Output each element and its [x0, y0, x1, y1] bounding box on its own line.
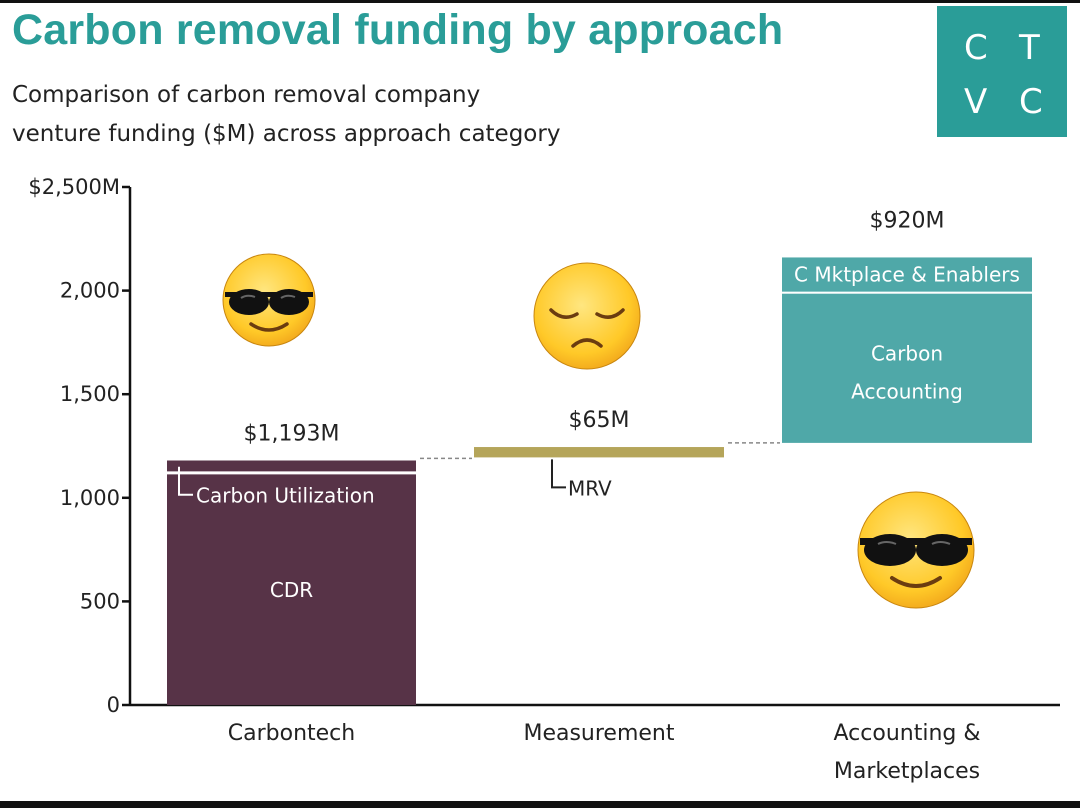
- bar-segment: [782, 257, 1032, 292]
- bars-group: [167, 257, 1032, 705]
- category-label: Carbontech: [228, 721, 355, 746]
- subtitle-line-1: Comparison of carbon removal company: [12, 82, 481, 108]
- y-tick-label: 1,500: [60, 382, 120, 406]
- bar-segment: [167, 471, 416, 705]
- axes-group: 0 500 1,000 1,500 2,000 $2,500M: [28, 175, 1060, 717]
- mrv-bracket: [551, 459, 566, 489]
- total-value-label: $65M: [569, 408, 630, 433]
- segment-label-carbon-accounting: Accounting: [851, 379, 963, 403]
- category-label: Marketplaces: [834, 759, 980, 784]
- labels-group: CDR Carbon Utilization MRV CarbonAccounting…: [178, 208, 1020, 784]
- y-tick-label: 1,000: [60, 486, 120, 510]
- top-border: [0, 0, 1080, 3]
- category-label: Measurement: [523, 721, 674, 746]
- bar-segment: [167, 460, 416, 472]
- connectors-group: [420, 442, 780, 460]
- logo-letter-1: C: [964, 28, 988, 68]
- bar-segment: [474, 447, 724, 458]
- segment-label-carbon-utilization: Carbon Utilization: [196, 484, 375, 508]
- sunglasses-emoji-icon: [857, 491, 975, 609]
- logo-letter-4: C: [1019, 82, 1043, 122]
- sunglasses-emoji-icon: [222, 253, 316, 347]
- bar-segment: [782, 293, 1032, 443]
- y-tick-label: $2,500M: [28, 175, 120, 199]
- y-tick-label: 500: [80, 589, 120, 613]
- carbon-utilization-bracket: [178, 466, 193, 496]
- segment-label-cdr: CDR: [270, 578, 313, 602]
- disappointed-emoji-icon: [533, 262, 641, 370]
- bottom-border: [0, 801, 1080, 808]
- segment-label-carbon-accounting: Carbon: [871, 341, 943, 365]
- segment-label-mktplace-enablers: C Mktplace & Enablers: [794, 263, 1020, 287]
- y-tick-label: 2,000: [60, 279, 120, 303]
- subtitle-line-2: venture funding ($M) across approach cat…: [12, 121, 561, 147]
- segment-label-mrv: MRV: [568, 476, 612, 500]
- chart-subtitle: Comparison of carbon removal company ven…: [12, 76, 560, 154]
- logo-letter-2: T: [1019, 28, 1040, 68]
- total-value-label: $1,193M: [244, 422, 340, 447]
- logo-letter-3: V: [964, 82, 988, 122]
- y-tick-label: 0: [107, 693, 120, 717]
- category-label: Accounting &: [834, 721, 981, 746]
- chart-title: Carbon removal funding by approach: [12, 6, 784, 54]
- ctvc-logo: C T V C: [937, 6, 1067, 137]
- total-value-label: $920M: [870, 208, 945, 233]
